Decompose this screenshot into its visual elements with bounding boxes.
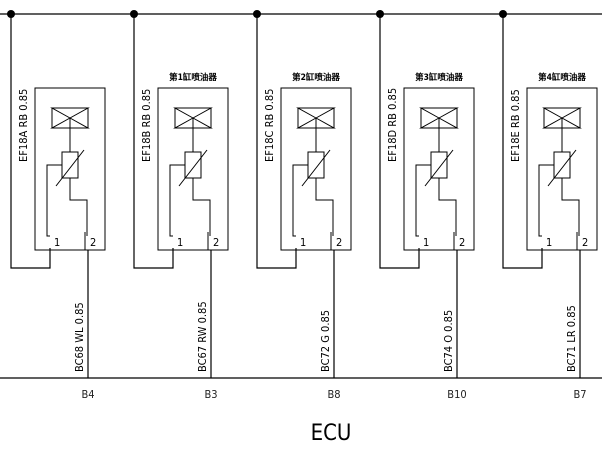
pin-label-2: 2 (90, 236, 96, 249)
ecu-connector-label: B4 (81, 388, 94, 401)
solenoid-diagonal (547, 149, 577, 187)
supply-wire-label: EF18A RB 0.85 (17, 89, 30, 162)
signal-wire-label: BC68 WL 0.85 (73, 302, 86, 372)
signal-wire-label: BC74 O 0.85 (442, 310, 455, 372)
coil-lead-2 (561, 178, 580, 236)
ecu-connector-label: B10 (447, 388, 466, 401)
injector-title: 第2缸喷油器 (292, 72, 340, 83)
injector-housing (157, 87, 229, 251)
solenoid-diagonal (301, 149, 331, 187)
injector-housing (403, 87, 475, 251)
coil-lead-1 (415, 164, 431, 237)
coil-lead-1 (169, 164, 185, 237)
supply-wire (10, 14, 51, 269)
solenoid-coil-icon (553, 151, 571, 179)
supply-wire-label: EF18E RB 0.85 (509, 89, 522, 162)
pin-label-1: 1 (54, 236, 60, 249)
pin-label-1: 1 (300, 236, 306, 249)
solenoid-coil-icon (184, 151, 202, 179)
pin-label-2: 2 (213, 236, 219, 249)
solenoid-coil-icon (430, 151, 448, 179)
coil-lead-1 (46, 164, 62, 237)
pin-label-1: 1 (423, 236, 429, 249)
pin-label-1: 1 (177, 236, 183, 249)
injector-title: 第3缸喷油器 (415, 72, 463, 83)
injector-title: 第1缸喷油器 (169, 72, 217, 83)
injector-housing (280, 87, 352, 251)
supply-wire (256, 14, 297, 269)
ecu-connector-label: B8 (327, 388, 340, 401)
injector-title: 第4缸喷油器 (538, 72, 586, 83)
supply-wire-label: EF18C RB 0.85 (263, 89, 276, 162)
solenoid-coil-icon (61, 151, 79, 179)
ecu-connector-label: B3 (204, 388, 217, 401)
injector-housing (526, 87, 598, 251)
ecu-label: ECU (311, 421, 352, 446)
coil-lead-2 (192, 178, 211, 236)
solenoid-diagonal (55, 149, 85, 187)
pin-label-2: 2 (582, 236, 588, 249)
pin-label-2: 2 (459, 236, 465, 249)
ecu-connector-label: B7 (573, 388, 586, 401)
supply-wire-label: EF18D RB 0.85 (386, 88, 399, 162)
coil-lead-2 (69, 178, 88, 236)
supply-wire-label: EF18B RB 0.85 (140, 89, 153, 162)
solenoid-coil-icon (307, 151, 325, 179)
coil-lead-2 (315, 178, 334, 236)
signal-wire-label: BC71 LR 0.85 (565, 305, 578, 372)
supply-wire (502, 14, 543, 269)
coil-lead-1 (292, 164, 308, 237)
pin-label-1: 1 (546, 236, 552, 249)
solenoid-diagonal (178, 149, 208, 187)
coil-lead-2 (438, 178, 457, 236)
pin-label-2: 2 (336, 236, 342, 249)
signal-wire-label: BC72 G 0.85 (319, 310, 332, 372)
signal-wire-label: BC67 RW 0.85 (196, 301, 209, 372)
supply-wire (133, 14, 174, 269)
coil-lead-1 (538, 164, 554, 237)
supply-wire (379, 14, 420, 269)
solenoid-diagonal (424, 149, 454, 187)
injector-housing (34, 87, 106, 251)
